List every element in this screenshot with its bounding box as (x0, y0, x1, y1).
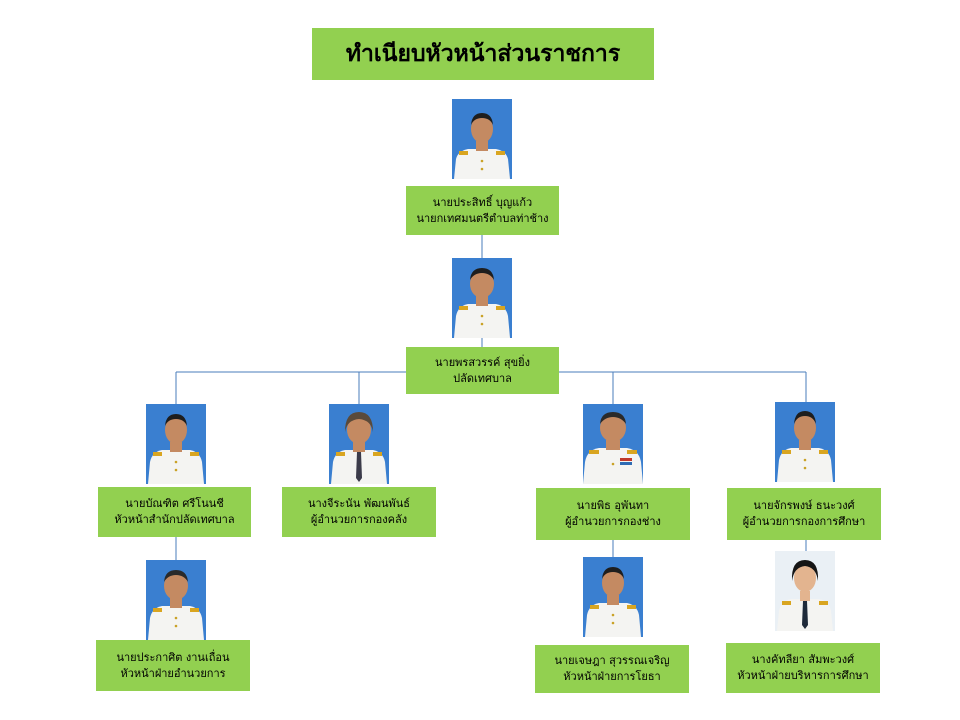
position-education-director: ผู้อำนวยการกองการศึกษา (742, 515, 866, 528)
portrait-engineering-director (583, 404, 643, 484)
portrait-public-works-head (583, 557, 643, 637)
name-finance-director: นางจีระนัน พัฒนพันธ์ (307, 497, 411, 510)
position-mayor: นายกเทศมนตรีตำบลท่าช้าง (416, 211, 549, 225)
label-engineering-director: นายพิธ อุพันทา ผู้อำนวยการกองช่าง (536, 488, 690, 540)
position-admin-head: หัวหน้าฝ่ายอำนวยการ (120, 666, 226, 680)
position-clerk: ปลัดเทศบาล (453, 371, 512, 385)
label-finance-director: นางจีระนัน พัฒนพันธ์ ผู้อำนวยการกองคลัง (282, 487, 436, 537)
label-admin-head: นายประกาศิต งานเถื่อน หัวหน้าฝ่ายอำนวยกา… (96, 640, 250, 691)
name-education-admin-head: นางคัทลียา สัมพะวงศ์ (751, 653, 855, 666)
name-education-director: นายจักรพงษ์ ธนะวงศ์ (753, 499, 855, 512)
label-office-head: นายบัณฑิต ศรีโนนชี หัวหน้าสำนักปลัดเทศบา… (98, 487, 251, 537)
name-engineering-director: นายพิธ อุพันทา (576, 499, 650, 512)
name-mayor: นายประสิทธิ์ บุญแก้ว (432, 195, 533, 209)
portrait-education-director (775, 402, 835, 482)
position-finance-director: ผู้อำนวยการกองคลัง (310, 513, 408, 526)
label-public-works-head: นายเจษฎา สุวรรณเจริญ หัวหน้าฝ่ายการโยธา (535, 645, 689, 693)
page-title: ทำเนียบหัวหน้าส่วนราชการ (312, 28, 654, 80)
name-office-head: นายบัณฑิต ศรีโนนชี (125, 497, 224, 510)
portrait-education-admin-head (775, 551, 835, 631)
position-public-works-head: หัวหน้าฝ่ายการโยธา (563, 670, 661, 683)
position-education-admin-head: หัวหน้าฝ่ายบริหารการศึกษา (737, 669, 869, 682)
portrait-finance-director (329, 404, 389, 484)
name-clerk: นายพรสวรรค์ สุขยิ่ง (435, 355, 530, 369)
portrait-admin-head (146, 560, 206, 640)
portrait-clerk (452, 258, 512, 338)
portrait-office-head (146, 404, 206, 484)
portrait-mayor (452, 99, 512, 179)
position-engineering-director: ผู้อำนวยการกองช่าง (565, 515, 661, 528)
name-public-works-head: นายเจษฎา สุวรรณเจริญ (554, 654, 670, 667)
label-education-director: นายจักรพงษ์ ธนะวงศ์ ผู้อำนวยการกองการศึก… (727, 488, 881, 540)
label-education-admin-head: นางคัทลียา สัมพะวงศ์ หัวหน้าฝ่ายบริหารกา… (726, 643, 880, 693)
position-office-head: หัวหน้าสำนักปลัดเทศบาล (114, 513, 235, 526)
name-admin-head: นายประกาศิต งานเถื่อน (116, 650, 230, 664)
label-mayor: นายประสิทธิ์ บุญแก้ว นายกเทศมนตรีตำบลท่า… (406, 186, 559, 235)
label-clerk: นายพรสวรรค์ สุขยิ่ง ปลัดเทศบาล (406, 347, 559, 394)
